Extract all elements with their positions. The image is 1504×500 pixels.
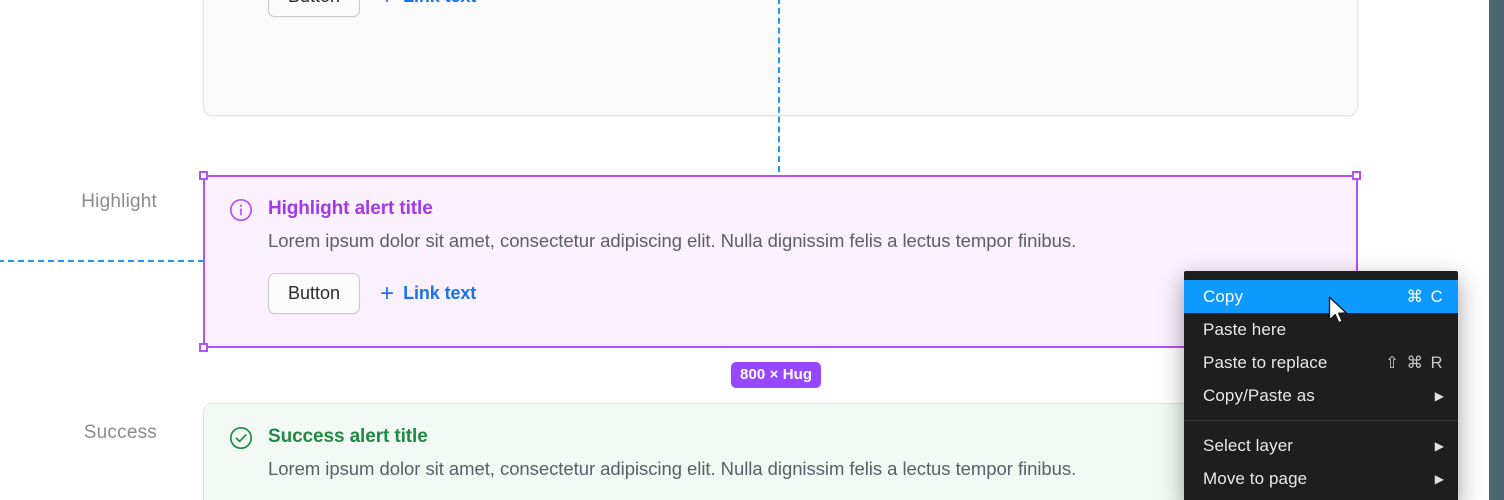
menu-item-select-layer[interactable]: Select layer ▶	[1184, 429, 1458, 462]
check-circle-icon	[228, 425, 254, 451]
alert-head: Success alert title Lorem ipsum dolor si…	[228, 424, 1333, 500]
smart-guide-vertical	[778, 0, 780, 172]
chevron-right-icon: ▶	[1434, 438, 1444, 453]
row-label-success: Success	[83, 422, 157, 443]
menu-item-copy-paste-as[interactable]: Copy/Paste as ▶	[1184, 379, 1458, 412]
alert-body: Highlight alert title Lorem ipsum dolor …	[268, 196, 1333, 314]
selection-edge-bottom	[203, 346, 1358, 348]
menu-item-shortcut: ⇧ ⌘ R	[1385, 353, 1444, 372]
selection-edge-left	[203, 175, 205, 348]
menu-item-label: Paste here	[1203, 319, 1287, 339]
alert-head: Highlight alert title Lorem ipsum dolor …	[228, 196, 1333, 314]
alert-link-label: Link text	[403, 283, 477, 303]
plus-icon: +	[380, 0, 394, 8]
alert-link-label: Link text	[403, 0, 476, 7]
chevron-right-icon: ▶	[1434, 388, 1444, 403]
menu-item-label: Copy/Paste as	[1203, 385, 1315, 405]
smart-guide-horizontal	[0, 260, 204, 262]
alert-card-success[interactable]: Success alert title Lorem ipsum dolor si…	[203, 403, 1358, 500]
plus-icon: +	[380, 279, 395, 307]
info-circle-icon	[228, 197, 254, 223]
selection-edge-top	[203, 175, 1358, 177]
selection-handle-bottom-left[interactable]	[199, 343, 208, 352]
menu-item-label: Copy	[1203, 286, 1244, 306]
alert-body: Lorem ipsum dolor sit amet, consectetur …	[268, 0, 1333, 17]
selection-edge-right	[1356, 175, 1358, 348]
alert-description: Lorem ipsum dolor sit amet, consectetur …	[268, 458, 1077, 479]
alert-body: Success alert title Lorem ipsum dolor si…	[268, 424, 1333, 500]
alert-head: Lorem ipsum dolor sit amet, consectetur …	[228, 0, 1333, 17]
chevron-right-icon: ▶	[1434, 471, 1444, 486]
alert-button[interactable]: Button	[268, 0, 361, 17]
context-menu[interactable]: Copy ⌘ C Paste here Paste to replace ⇧ ⌘…	[1184, 271, 1458, 500]
alert-link[interactable]: + Link text	[380, 279, 477, 307]
alert-card-neutral[interactable]: Lorem ipsum dolor sit amet, consectetur …	[203, 0, 1358, 116]
menu-item-paste-here[interactable]: Paste here	[1184, 313, 1458, 346]
menu-item-label: Select layer	[1203, 435, 1294, 455]
alert-actions: Button + Link text	[268, 273, 1333, 314]
alert-actions: Button + Link text	[268, 0, 1333, 17]
menu-item-paste-to-replace[interactable]: Paste to replace ⇧ ⌘ R	[1184, 346, 1458, 379]
menu-separator	[1184, 420, 1458, 421]
alert-button[interactable]: Button	[268, 273, 361, 314]
alert-link[interactable]: + Link text	[380, 0, 476, 8]
selection-handle-top-left[interactable]	[199, 171, 208, 180]
alert-card-highlight[interactable]: Highlight alert title Lorem ipsum dolor …	[203, 175, 1358, 348]
alert-title: Highlight alert title	[268, 198, 433, 219]
menu-item-shortcut: ⌘ C	[1406, 287, 1444, 306]
alert-title: Success alert title	[268, 426, 428, 447]
menu-item-label: Move to page	[1203, 468, 1308, 488]
right-panel-strip	[1489, 0, 1504, 500]
selection-size-badge: 800 × Hug	[731, 362, 822, 388]
menu-item-move-to-page[interactable]: Move to page ▶	[1184, 462, 1458, 495]
alert-description: Lorem ipsum dolor sit amet, consectetur …	[268, 230, 1077, 251]
menu-item-copy[interactable]: Copy ⌘ C	[1184, 280, 1458, 313]
row-label-highlight: Highlight	[81, 191, 157, 212]
menu-item-label: Paste to replace	[1203, 352, 1328, 372]
selection-handle-top-right[interactable]	[1352, 171, 1361, 180]
